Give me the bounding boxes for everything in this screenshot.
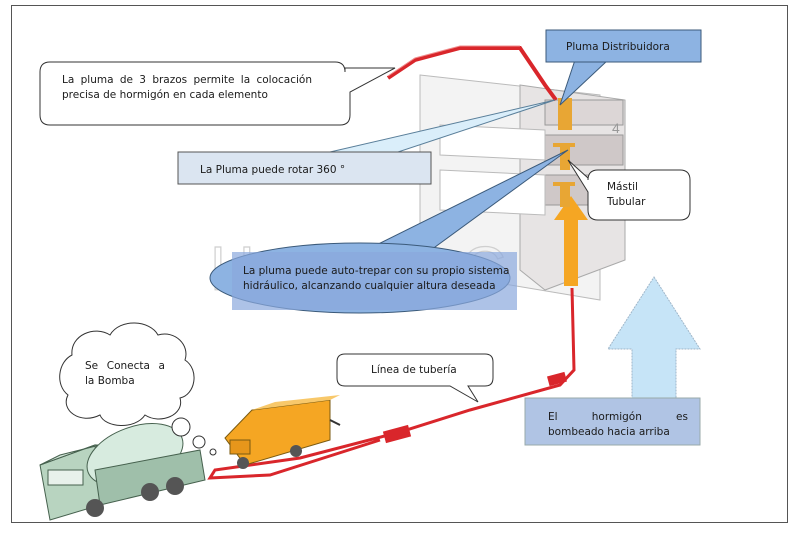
boom-arm	[386, 46, 558, 102]
mast-text-line1: Mástil	[607, 181, 638, 193]
pipeline-callout-shape	[336, 353, 494, 403]
rotate-callout: La Pluma puede rotar 360 °	[200, 164, 346, 176]
pipeline-callout: Línea de tubería	[371, 364, 457, 376]
distributor-callout-shape	[545, 29, 702, 63]
three-arms-text-line1: La pluma de 3 brazos permite la colocaci…	[62, 74, 312, 86]
self-climb-callout: La pluma puede auto-trepar con su propio…	[243, 264, 509, 294]
distributor-callout: Pluma Distribuidora	[566, 41, 670, 53]
three-arms-callout: La pluma de 3 brazos permite la colocaci…	[62, 73, 312, 103]
pumped-text-line1: El hormigón es	[548, 411, 688, 423]
self-climb-text-line2: hidráulico, alcanzando cualquier altura …	[243, 280, 496, 292]
rotate-callout-shape	[177, 151, 432, 185]
mixer-truck	[39, 423, 206, 521]
pumped-callout-shape	[524, 397, 701, 446]
three-arms-callout-shape	[39, 61, 396, 126]
floor-number: 4	[612, 120, 620, 136]
mast-text-line2: Tubular	[607, 196, 646, 208]
concrete-pump-trailer	[224, 395, 341, 469]
connect-text-line1: Se Conecta a	[85, 360, 165, 372]
connect-pump-callout: Se Conecta a la Bomba	[85, 359, 165, 389]
pumped-text-line2: bombeado hacia arriba	[548, 426, 670, 438]
pipeline	[207, 287, 576, 480]
connect-pump-cloud	[59, 322, 195, 426]
self-climb-text-line1: La pluma puede auto-trepar con su propio…	[243, 265, 510, 277]
connect-text-line2: la Bomba	[85, 375, 135, 387]
up-arrow-icon	[607, 276, 701, 399]
mast-callout-shape	[567, 159, 691, 221]
mast-arrow	[553, 98, 588, 286]
three-arms-text-line2: precisa de hormigón en cada elemento	[62, 89, 268, 101]
pumped-callout: El hormigón es bombeado hacia arriba	[548, 410, 688, 440]
mast-callout: Mástil Tubular	[607, 180, 645, 210]
